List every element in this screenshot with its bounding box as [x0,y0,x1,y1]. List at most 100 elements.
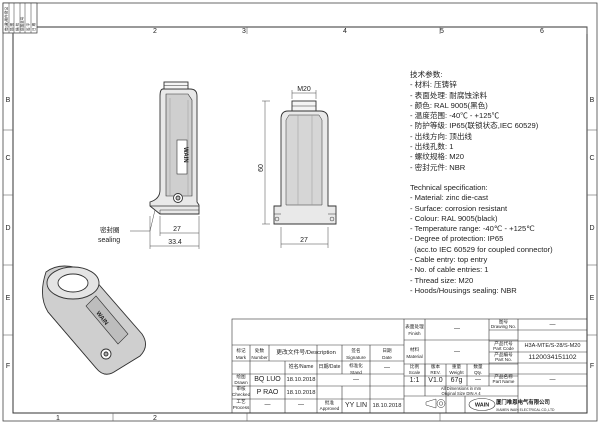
weight-value: 67g [450,377,463,384]
qty-label: 数量 Qty. [473,364,483,375]
approved-date: 18.10.2018 [372,403,402,409]
rev-date-head: 日期 Date [382,348,392,360]
dim-side-outer: 33.4 [168,239,182,246]
part-name-label: 产品名称 Part Name [492,374,515,385]
row-label: D [5,225,10,232]
spec-item: - Temperature range: -40℃ - +125℃ [410,224,535,234]
stamp-label: 底图总号 [20,16,25,31]
spec-item: - Thread size: M20 [410,275,474,285]
process-name: — [264,402,271,408]
sealing-leader [130,209,156,232]
col-label: 4 [343,28,347,35]
stamp-label: 描 校 [14,22,19,31]
rev-mark-head: 标记 Mark [235,348,247,360]
company-name-en: XIAMEN WAIN ELECTRICAL CO.,LTD [496,408,555,412]
approved-label: 批准 Approved [319,400,340,411]
material-value: — [454,349,460,355]
process-label: 工艺 Process [232,399,250,410]
scale-label: 比例 Scale [408,364,421,375]
stamp-label: 描 图 [9,22,14,31]
row-label: F [590,363,594,370]
stamp-label: 借(通)用件登记 [4,7,9,31]
part-no-value: 1120034151102 [528,354,577,361]
col-label: 2 [153,415,157,422]
rev-number-head: 处数 Number [251,348,268,360]
spec-item: - Colour: RAL 9005(black) [410,213,498,223]
col-label: 6 [540,28,544,35]
stand-head: 标准化 Stand [349,363,363,375]
dim-height: 60 [258,164,265,172]
part-name-value: — [549,377,556,383]
date-head: 日期/Date [318,364,341,370]
spec-item: - 防护等级: IP65(联锁状态,IEC 60529) [410,121,539,131]
col-label: 2 [153,28,157,35]
finish-value: — [454,326,460,332]
drawing-no-label: 图号 Drawing No. [490,319,517,330]
spec-item: - Cable entry: top entry [410,255,488,265]
col-label: 3 [242,28,246,35]
part-code-label: 产品代号 Part Code [493,341,514,352]
drawn-name: BQ LUO [254,376,281,383]
drawn-label: 绘图 Drawn [234,374,248,385]
row-label: B [590,97,595,104]
part-no-label: 产品编号 Part No. [494,352,513,363]
spec-item: - No. of cable entries: 1 [410,265,489,275]
process-date: — [298,402,304,408]
row-label: C [589,155,594,162]
col-label: 5 [440,28,444,35]
side-view [149,81,200,215]
spec-item: - 表面处理: 耐腐蚀涂料 [410,90,488,100]
qty-value: — [475,377,481,383]
spec-item: (acc.to IEC 60529 for coupled connector) [410,244,553,254]
rev-signature-head: 签名 Signature [346,348,366,360]
row-label: E [590,295,595,302]
checked-name: P RAO [256,389,279,396]
projection-symbol-icon [425,398,446,409]
company-name-cn: 厦门唯恩电气有限公司 [496,400,550,406]
dim-side-inner: 27 [173,226,181,233]
row-label: B [6,97,11,104]
sealing-label-en: sealing [98,237,120,244]
weight-label: 重量 Weight [449,364,464,375]
corner-stamp: 借(通)用件登记 描 图 描 校 底图总号 签 字 日 期 [2,2,38,34]
front-view [273,100,337,225]
rev-label: 版本 REV. [430,364,441,375]
company-logo-icon: WAIN [468,398,496,411]
name-head: 姓名/Name [288,364,314,370]
drawn-stand: — [353,377,359,383]
front-view-dimensions [262,90,329,248]
spec-item: - Surface: corrosion resistant [410,203,508,213]
checked-label: 审核 Checked [232,386,251,397]
spec-item: - Degree of protection: IP65 [410,234,504,244]
scale-value: 1:1 [409,377,420,384]
dimensions-note: All Dimensions in mm Original Size DIN A… [440,386,482,396]
spec-item: - 材料: 压铸锌 [410,80,457,90]
specs-cn-title: 技术参数: [410,70,443,79]
spec-item: - 螺纹规格: M20 [410,152,465,162]
approved-name: YY LIN [344,402,368,409]
rev-value: V1.0 [428,377,443,384]
rev-description-head: 更改文件号/Description [276,350,336,356]
finish-label: 表面处理 Finish [405,324,424,336]
row-label: E [6,295,11,302]
row-label: C [5,155,10,162]
spec-item: - 颜色: RAL 9005(黑色) [410,100,488,110]
row-label: F [6,363,10,370]
spec-item: - 出线方向: 顶出线 [410,131,473,141]
spec-item: - 出线孔数: 1 [410,142,454,152]
material-label: 材料 Material [406,347,423,359]
specs-cn: 技术参数: - 材料: 压铸锌 - 表面处理: 耐腐蚀涂料 - 颜色: RAL … [410,70,538,173]
isometric-view [42,265,146,375]
specs-en-title: Technical specification: [410,183,488,192]
logo-text: WAIN [475,403,489,409]
brand-mark-side: WAIN [182,147,188,163]
part-code-value: H3A-MTE/S-28/S-M20 [524,343,581,349]
stand-value: — [384,365,390,371]
col-label: 1 [56,415,60,422]
stamp-label: 签 字 [25,22,30,31]
dim-front-width: 27 [300,237,308,244]
spec-item: - 温度范围: -40℃ - +125℃ [410,111,500,121]
row-label: D [589,225,594,232]
side-view-dimensions [149,216,200,249]
